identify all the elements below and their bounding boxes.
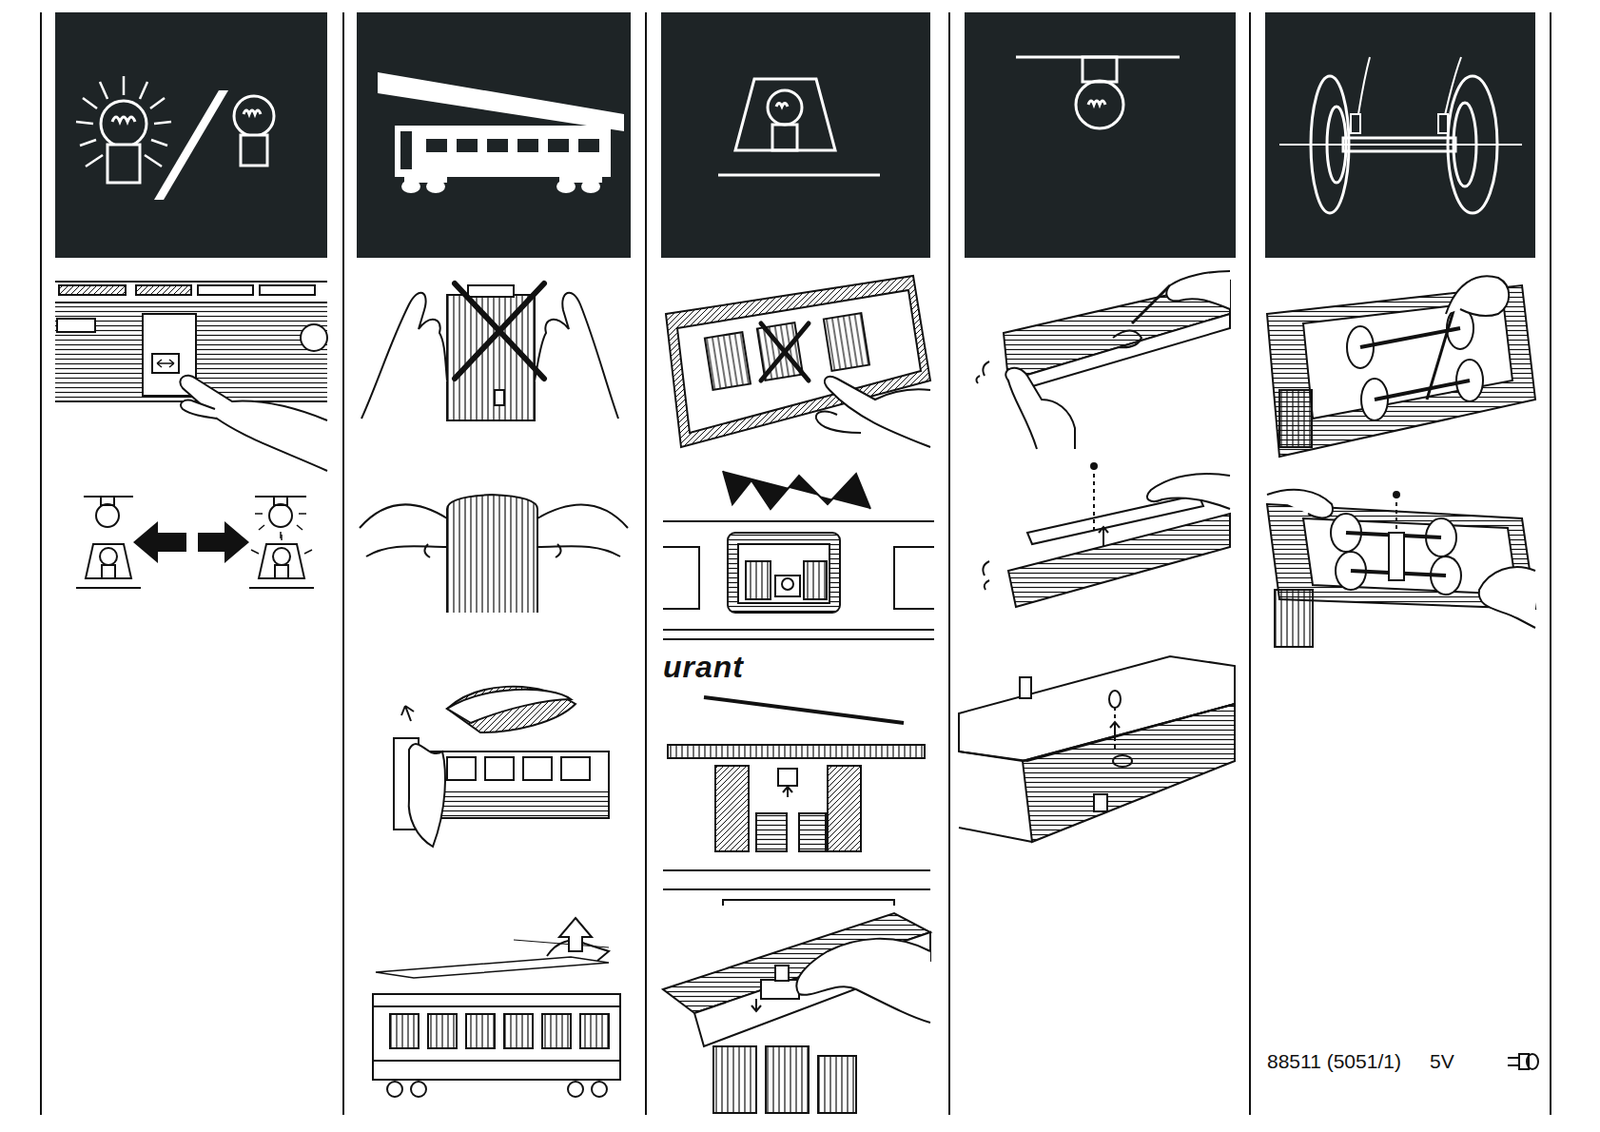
lettering-fragment: urant [663, 650, 744, 684]
voltage-rating: 5V [1429, 1050, 1455, 1073]
part-number: 88511 (5051/1) [1267, 1050, 1402, 1073]
